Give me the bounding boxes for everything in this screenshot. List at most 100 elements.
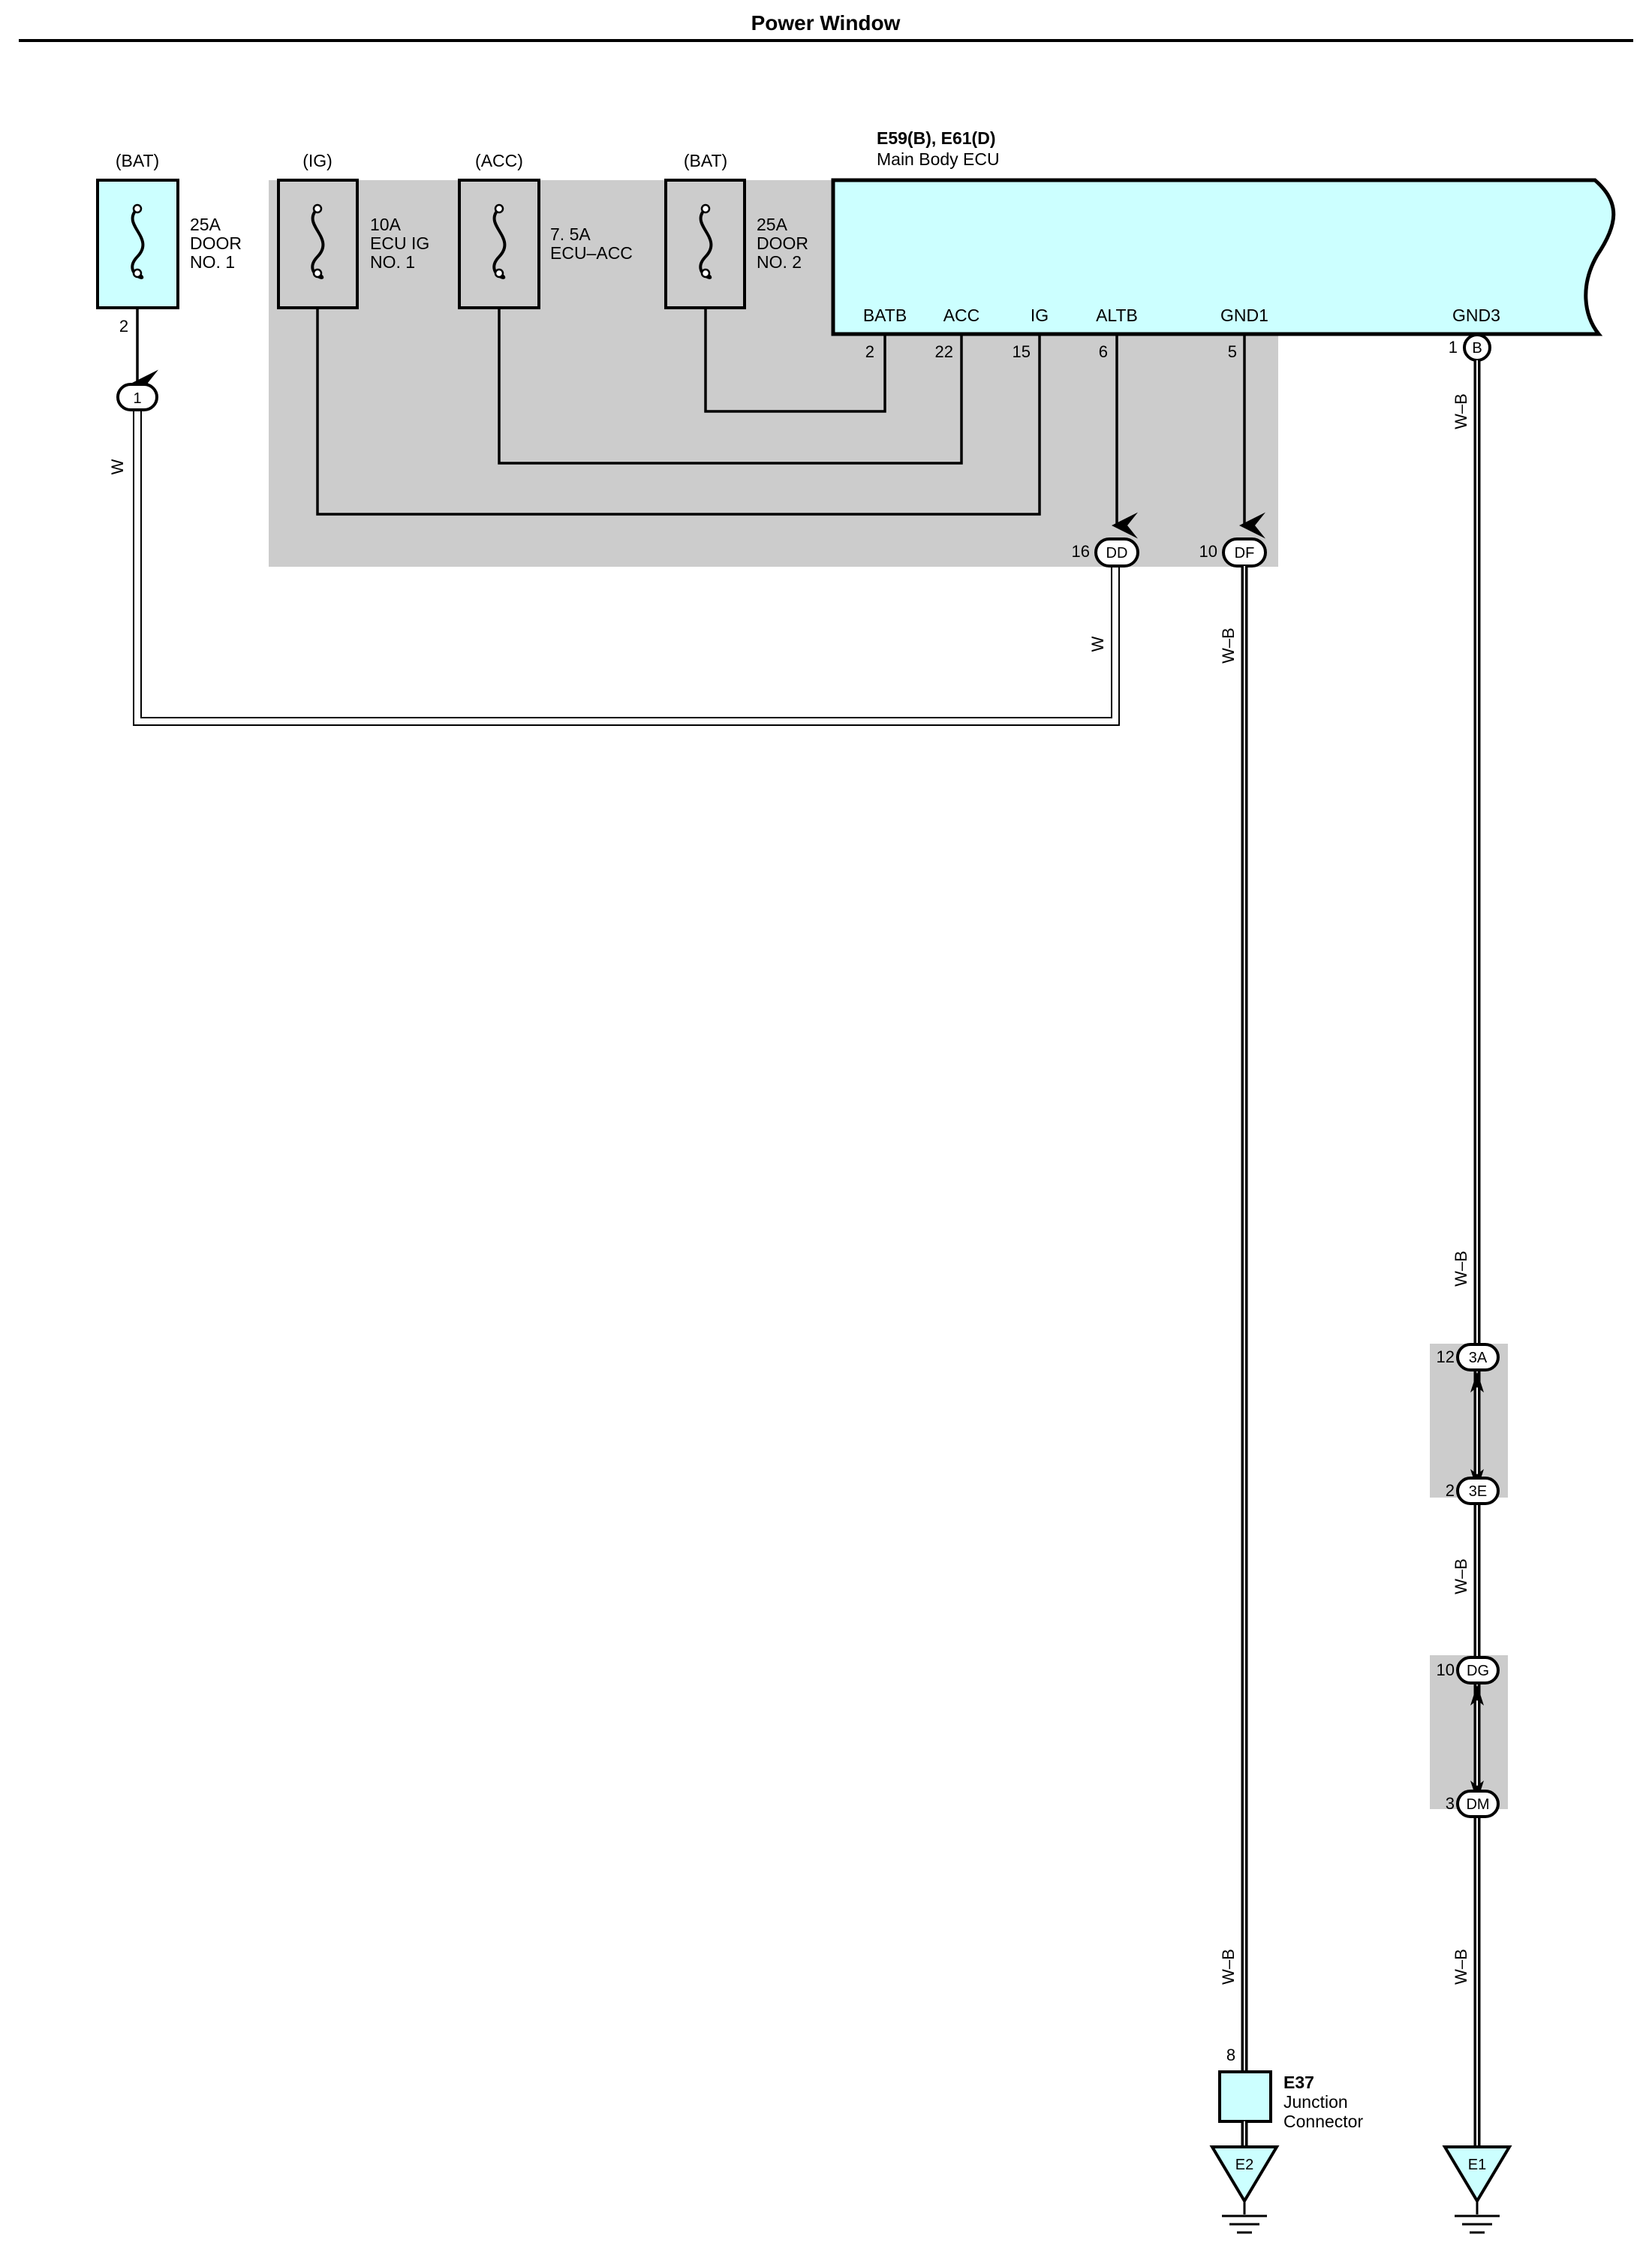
- connector-pin: 2: [1446, 1481, 1455, 1500]
- connector-label: DM: [1466, 1796, 1489, 1813]
- fuse-terminal-icon: [312, 203, 323, 214]
- junction-pin: 8: [1226, 2046, 1235, 2064]
- fuse-number: NO. 1: [370, 252, 415, 272]
- fuse-icon: [131, 207, 145, 279]
- connector-label: B: [1472, 340, 1482, 357]
- junction-name-line1: Junction: [1283, 2092, 1348, 2112]
- ecu-terminal-gnd3: GND3: [1452, 306, 1500, 325]
- ecu-pin-batb: 2: [865, 342, 874, 361]
- connector-dm: 3 DM: [1446, 1790, 1500, 1818]
- fuse-body: [96, 179, 179, 309]
- junction-body: [1218, 2070, 1272, 2123]
- fuse-icon: [492, 207, 507, 279]
- fuse-terminal-icon: [700, 268, 711, 278]
- fuse-source-label: (BAT): [116, 151, 159, 170]
- fuse-name: ECU–ACC: [550, 243, 633, 263]
- fuse-rating: 10A: [370, 215, 402, 234]
- connector-pin: 16: [1072, 542, 1090, 561]
- fuse-name: ECU IG: [370, 233, 429, 253]
- arrow-up-icon: [1470, 1371, 1484, 1392]
- connector-dg: 10 DG: [1437, 1656, 1500, 1684]
- connector-label: 3E: [1469, 1483, 1487, 1500]
- ecu-terminal-acc: ACC: [943, 306, 980, 325]
- fuse-number: NO. 2: [757, 252, 802, 272]
- connector-pin: 10: [1199, 542, 1217, 561]
- ecu-name: Main Body ECU: [877, 149, 1000, 169]
- ecu-pin-gnd3: 1: [1449, 338, 1458, 357]
- junction-code: E37: [1283, 2073, 1314, 2092]
- fuse-door-no2: (BAT) 25A DOOR NO. 2: [664, 151, 808, 309]
- wire-color-label: W–B: [1452, 1949, 1470, 1985]
- fuse-name: DOOR: [190, 233, 242, 253]
- ecu-terminal-altb: ALTB: [1096, 306, 1138, 325]
- main-body-ecu: E59(B), E61(D) Main Body ECU BATB ACC IG…: [831, 128, 1616, 361]
- fuse-name: DOOR: [757, 233, 808, 253]
- connector-label: DF: [1235, 545, 1255, 561]
- fuse-number: NO. 1: [190, 252, 235, 272]
- fuse-source-label: (ACC): [475, 151, 523, 170]
- connector-3a: 12 3A: [1437, 1343, 1500, 1371]
- wire-ecu-acc: [498, 308, 963, 465]
- connector-dd: 16 DD: [1072, 537, 1139, 568]
- ecu-terminal-batb: BATB: [863, 306, 907, 325]
- wire-w-loop: [133, 410, 1120, 726]
- wire-color-label: W: [108, 459, 127, 474]
- connector-df: 10 DF: [1199, 537, 1267, 568]
- connector-3e: 2 3E: [1446, 1477, 1500, 1505]
- ground-e1-icon: E1: [1442, 2145, 1512, 2234]
- fuse-ecu-ig-no1: (IG) 10A ECU IG NO. 1: [277, 151, 429, 309]
- fuse-rating: 25A: [190, 215, 221, 234]
- fuse-body: [277, 179, 359, 309]
- wire-color-label: W: [1088, 636, 1107, 652]
- fuse-terminal-icon: [700, 203, 711, 214]
- fuse-terminal-icon: [494, 268, 504, 278]
- fuse-terminal-icon: [312, 268, 323, 278]
- ecu-pin-ig: 15: [1013, 342, 1031, 361]
- fuse-icon: [311, 207, 325, 279]
- wire-color-label: W–B: [1219, 1949, 1238, 1985]
- fuse-rating: 25A: [757, 215, 788, 234]
- ecu-terminal-gnd1: GND1: [1220, 306, 1268, 325]
- fuse-terminal-icon: [132, 203, 143, 214]
- connector-1: 1: [116, 383, 158, 411]
- ecu-body: [831, 178, 1616, 336]
- connector-label: 3A: [1469, 1350, 1488, 1366]
- wire-door-no2-batb: [704, 308, 886, 413]
- wire-color-label: W–B: [1452, 1558, 1470, 1594]
- connector-b: B: [1463, 333, 1491, 362]
- fuse-ecu-acc: (ACC) 7. 5A ECU–ACC: [458, 151, 633, 309]
- wire-color-label: W–B: [1452, 393, 1470, 429]
- ground-label: E1: [1468, 2157, 1486, 2173]
- diagram-title: Power Window: [751, 11, 901, 35]
- connector-label: DG: [1467, 1663, 1489, 1679]
- fuse-terminal-icon: [494, 203, 504, 214]
- wire-color-label: W–B: [1219, 628, 1238, 664]
- fuse-source-label: (BAT): [684, 151, 727, 170]
- connector-label: 1: [133, 390, 141, 407]
- junction-name-line2: Connector: [1283, 2112, 1363, 2131]
- connector-label: DD: [1106, 545, 1128, 561]
- wire-ecu-ig: [316, 308, 1041, 516]
- connector-pin: 10: [1437, 1660, 1455, 1679]
- ecu-pin-altb: 6: [1099, 342, 1108, 361]
- ground-e2-icon: E2: [1209, 2145, 1280, 2234]
- fuse-pin: 2: [119, 317, 128, 336]
- fuse-icon: [699, 207, 713, 279]
- arrow-up-icon: [1470, 1684, 1484, 1706]
- connector-pin: 12: [1437, 1347, 1455, 1366]
- ecu-pin-acc: 22: [935, 342, 953, 361]
- connector-pin: 3: [1446, 1794, 1455, 1813]
- fuse-body: [664, 179, 746, 309]
- fuse-door-no1: (BAT) 25A DOOR NO. 1 2: [96, 151, 242, 336]
- junction-connector-e37: 8 E37 Junction Connector: [1218, 2046, 1363, 2131]
- fuse-terminal-icon: [132, 268, 143, 278]
- fuse-rating: 7. 5A: [550, 224, 591, 244]
- fuse-source-label: (IG): [302, 151, 333, 170]
- ecu-pin-gnd1: 5: [1228, 342, 1237, 361]
- fuse-body: [458, 179, 540, 309]
- ecu-terminal-ig: IG: [1031, 306, 1049, 325]
- ecu-connector-code: E59(B), E61(D): [877, 128, 995, 148]
- ground-label: E2: [1235, 2157, 1253, 2173]
- wire-color-label: W–B: [1452, 1251, 1470, 1287]
